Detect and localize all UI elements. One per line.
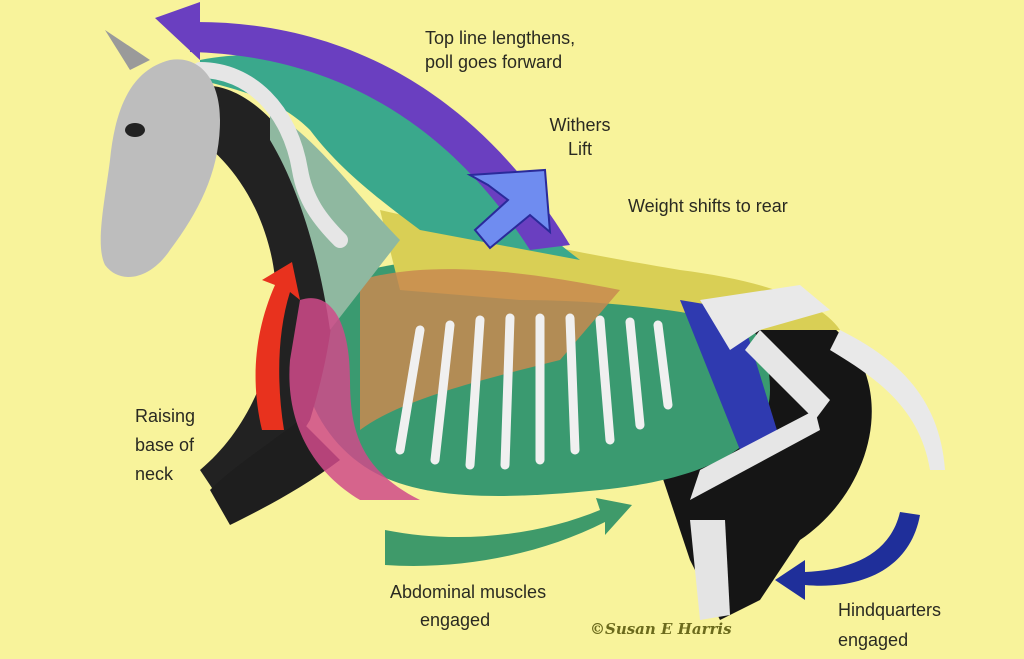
label-line: Abdominal muscles xyxy=(390,582,547,602)
shoulder-muscles xyxy=(360,269,620,430)
tibia xyxy=(690,410,820,500)
artist-signature: ©Susan E Harris xyxy=(590,620,732,638)
label-line: Lift xyxy=(567,139,592,159)
neck-arrow xyxy=(255,262,300,430)
eye xyxy=(125,123,145,137)
abdominal-arrow xyxy=(385,498,632,566)
label-line: Withers xyxy=(549,115,611,135)
label-top-line: Top line lengthens, poll goes forward xyxy=(425,26,575,74)
label-line: Hindquarters xyxy=(838,600,942,620)
label-neck: Raising base of neck xyxy=(135,402,195,489)
pelvis xyxy=(700,285,830,350)
head xyxy=(100,59,220,278)
tail xyxy=(830,330,945,470)
withers-arrow xyxy=(466,168,552,250)
label-line: base of xyxy=(135,435,195,455)
hindquarters-arrow xyxy=(775,512,920,600)
neck-muscles xyxy=(200,54,580,261)
purple-arrow xyxy=(190,21,570,250)
label-line: Top line lengthens, xyxy=(425,28,576,48)
purple-arrow-head xyxy=(155,2,200,60)
femur xyxy=(745,330,830,420)
label-line: engaged xyxy=(838,630,909,650)
label-hindquarters: Hindquarters engaged xyxy=(838,595,941,655)
ribcage xyxy=(395,313,673,470)
label-line: neck xyxy=(135,464,174,484)
label-line: engaged xyxy=(420,610,491,630)
chest-muscles xyxy=(289,298,420,500)
label-withers: Withers Lift xyxy=(540,113,620,161)
ear xyxy=(105,30,150,70)
label-line: poll goes forward xyxy=(425,52,563,72)
lumbar-muscle xyxy=(680,300,780,450)
cervical-spine xyxy=(192,62,348,248)
label-weight: Weight shifts to rear xyxy=(628,196,788,216)
cannon-bone xyxy=(690,520,730,620)
label-abdominal: Abdominal muscles engaged xyxy=(390,578,546,634)
label-line: Raising xyxy=(135,406,196,426)
